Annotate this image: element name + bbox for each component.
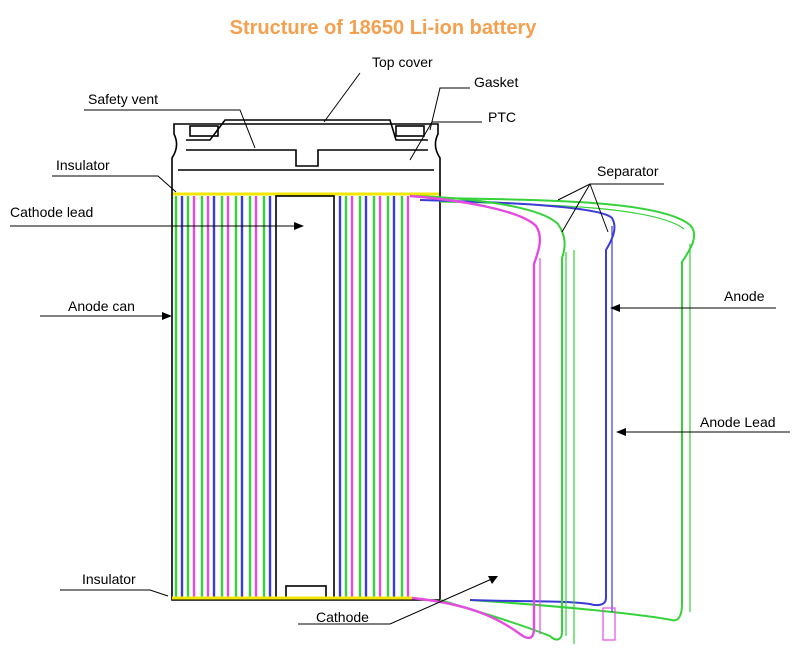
separator-sheet-outer-edge [439,201,691,612]
label-anode-lead: Anode Lead [700,414,776,430]
label-insulator-top: Insulator [56,157,110,173]
leader-separator-2 [561,183,591,233]
label-top-cover: Top cover [372,54,433,70]
arrowhead-cathode [488,576,498,584]
unrolled-layers [409,194,696,644]
anode-lead-tab [602,607,616,641]
left-electrode-stack [174,196,272,598]
arrowhead-cathode-lead [294,222,304,230]
arrowheads [162,222,626,584]
labels: Top cover Gasket Safety vent PTC Insulat… [10,54,776,625]
label-insulator-bottom: Insulator [82,571,136,587]
separator-sheet-outer [439,197,696,622]
center-pin-base [285,585,327,599]
cathode-sheet [409,194,542,640]
right-electrode-stack [338,196,410,598]
leader-cathode [298,577,495,625]
label-cathode: Cathode [316,609,369,625]
arrowhead-anode [610,304,620,312]
leader-separator-3 [589,183,609,233]
leader-separator [557,183,664,201]
label-gasket: Gasket [474,74,518,90]
leader-safety-vent [84,109,256,149]
leader-insulator-top [52,175,177,193]
top-cap-assembly [171,119,441,196]
leader-insulator-bottom [60,589,169,597]
cylinder-body [171,190,441,601]
gasket-left [189,125,219,137]
label-ptc: PTC [488,109,516,125]
center-core [275,195,335,599]
label-anode: Anode [724,288,765,304]
leader-top-cover [323,72,361,123]
arrowhead-anode-can [162,312,172,320]
label-anode-can: Anode can [68,298,135,314]
leader-gasket [429,87,470,131]
top-cover [186,119,428,141]
arrowhead-anode-lead [616,428,626,436]
gasket-right [395,125,425,137]
safety-vent [186,149,428,167]
label-cathode-lead: Cathode lead [10,204,93,220]
cap-outer-outline [171,123,441,190]
leader-ptc [409,121,482,161]
leader-lines [10,72,790,625]
diagram-title: Structure of 18650 Li-ion battery [230,17,538,39]
anode-sheet [419,199,616,607]
separator-sheet-inner-edge [565,250,575,644]
label-safety-vent: Safety vent [88,91,158,107]
label-separator: Separator [597,163,659,179]
separator-sheet-inner [414,195,566,641]
anode-can-outline [171,190,441,601]
